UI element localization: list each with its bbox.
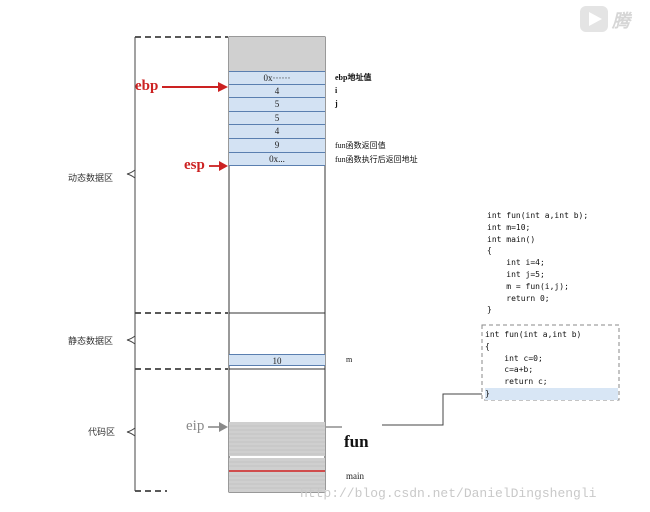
stack-cell: 0x······	[229, 71, 325, 85]
code-line: }	[487, 305, 492, 315]
fun-code-listing: int fun(int a,int b) { int c=0; c=a+b; re…	[485, 329, 618, 400]
code-line: int j=5;	[487, 269, 545, 279]
stack-cell: 0x...	[229, 152, 325, 167]
esp-register-label: esp	[184, 157, 205, 173]
stack-cell-note: j	[335, 99, 338, 109]
stack-cell: 9	[229, 138, 325, 153]
stack-cell: 5	[229, 111, 325, 126]
stack-cell: 5	[229, 98, 325, 112]
static-cell-note: m	[346, 355, 353, 364]
code-line: {	[487, 246, 492, 256]
logo-text: 腾	[612, 11, 630, 32]
code-line: int m=10;	[487, 222, 531, 232]
code-line: int fun(int a,int b)	[485, 330, 582, 339]
watermark: http://blog.csdn.net/DanielDingshengli	[300, 486, 597, 501]
code-line: int fun(int a,int b);	[487, 211, 589, 220]
region-static-label: 静态数据区	[68, 337, 114, 347]
play-icon	[580, 6, 608, 32]
main-code-listing: int fun(int a,int b); int m=10; int main()…	[487, 210, 588, 316]
code-line: return c;	[485, 377, 548, 387]
code-line: m = fun(i,j);	[487, 281, 569, 291]
static-cell-m: 10	[229, 354, 325, 366]
region-code-label: 代码区	[88, 428, 116, 438]
stack-cell-note: i	[335, 85, 338, 95]
main-code-label: main	[346, 471, 364, 481]
code-line: {	[485, 341, 490, 351]
code-line: int c=0;	[485, 353, 543, 363]
stack-cell: 4	[229, 125, 325, 139]
code-line: int i=4;	[487, 258, 545, 268]
region-dynamic-label: 动态数据区	[68, 174, 114, 184]
code-line: }	[485, 387, 618, 400]
code-line: return 0;	[487, 293, 550, 303]
stack-cell-note: fun函数执行后返回地址	[335, 154, 418, 164]
eip-register-label: eip	[186, 418, 205, 434]
video-logo: 腾	[578, 4, 650, 34]
ebp-register-label: ebp	[135, 78, 159, 94]
fun-code-label: fun	[344, 432, 369, 451]
stack-cell: 4	[229, 84, 325, 99]
code-line: c=a+b;	[485, 365, 534, 375]
stack-cell-note: ebp地址值	[335, 73, 372, 82]
code-line: int main()	[487, 234, 536, 244]
stack-cell-note: fun函数返回值	[335, 141, 386, 150]
